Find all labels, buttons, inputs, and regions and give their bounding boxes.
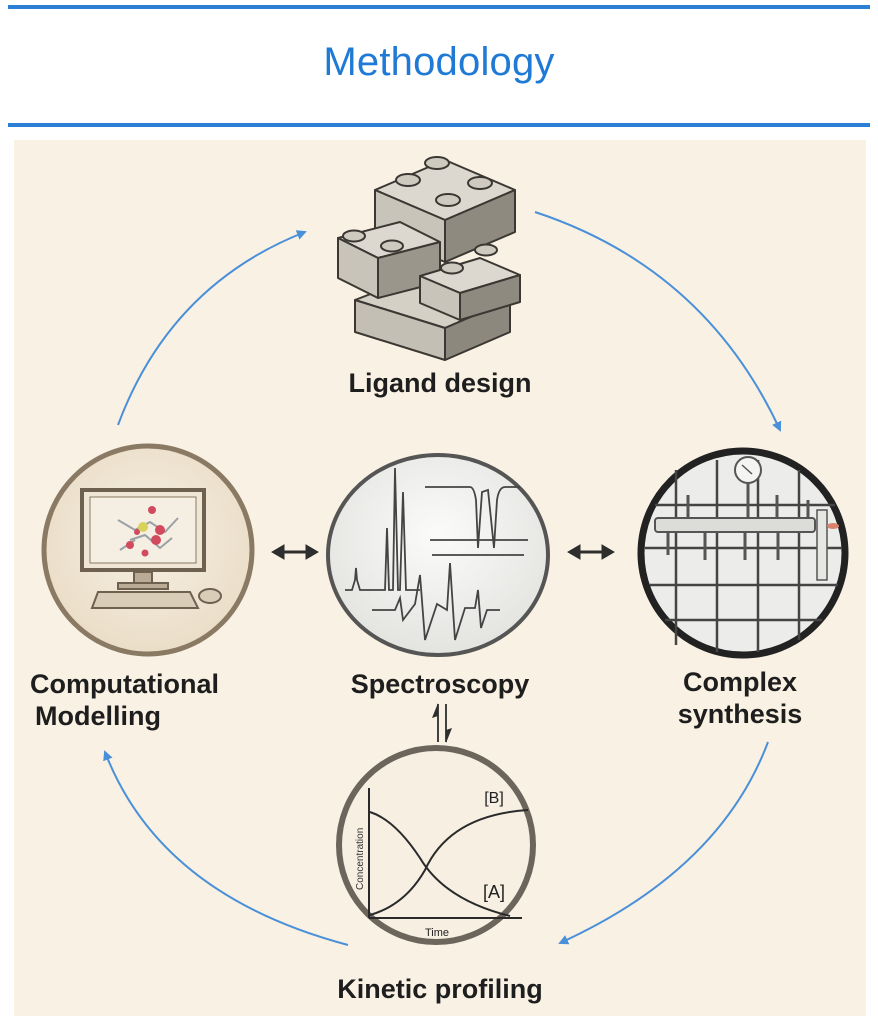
kinetic-series-label-b: [B]: [484, 790, 504, 807]
page-title: Methodology: [323, 40, 555, 84]
schlenk-line-manifold-icon: [637, 447, 849, 659]
cycle-arrow-kinetic-to-modelling: [103, 750, 349, 946]
concentration-time-plot-icon: [336, 745, 536, 945]
node-label-ligand-design: Ligand design: [348, 368, 532, 398]
node-label-complex-synthesis-line2: synthesis: [677, 699, 803, 729]
cycle-arrow-ligand-to-synthesis: [534, 211, 782, 432]
node-label-spectroscopy: Spectroscopy: [350, 669, 530, 699]
stacked-building-blocks-icon: [337, 156, 521, 361]
equilibrium-harpoons-icon: [432, 703, 452, 743]
kinetic-plot-xlabel: Time: [425, 927, 449, 939]
node-label-computational-modelling: Computational Modelling: [30, 668, 260, 732]
node-label-kinetic-profiling: Kinetic profiling: [337, 974, 543, 1004]
kinetic-plot-ylabel: Concentration: [355, 828, 366, 890]
node-label-computational-modelling-line1: Computational: [30, 669, 219, 699]
cycle-arrows: [103, 211, 782, 946]
cycle-arrow-modelling-to-ligand: [117, 230, 307, 426]
header-rule-top: [8, 5, 870, 9]
node-label-computational-modelling-line2: Modelling: [35, 701, 161, 731]
double-arrow-modelling-spectroscopy-icon: [271, 544, 319, 560]
header-rule-bottom: [8, 123, 870, 127]
computer-molecule-icon: [41, 443, 255, 657]
kinetic-plot-series-b: [369, 809, 529, 916]
kinetic-series-label-a: [A]: [483, 882, 505, 902]
node-label-complex-synthesis: Complex synthesis: [640, 666, 840, 730]
kinetic-plot-series-a: [369, 811, 511, 917]
spectra-traces-icon: [326, 453, 550, 657]
node-label-complex-synthesis-line1: Complex: [682, 667, 798, 697]
double-arrow-spectroscopy-synthesis-icon: [567, 544, 615, 560]
cycle-arrow-synthesis-to-kinetic: [558, 741, 769, 945]
